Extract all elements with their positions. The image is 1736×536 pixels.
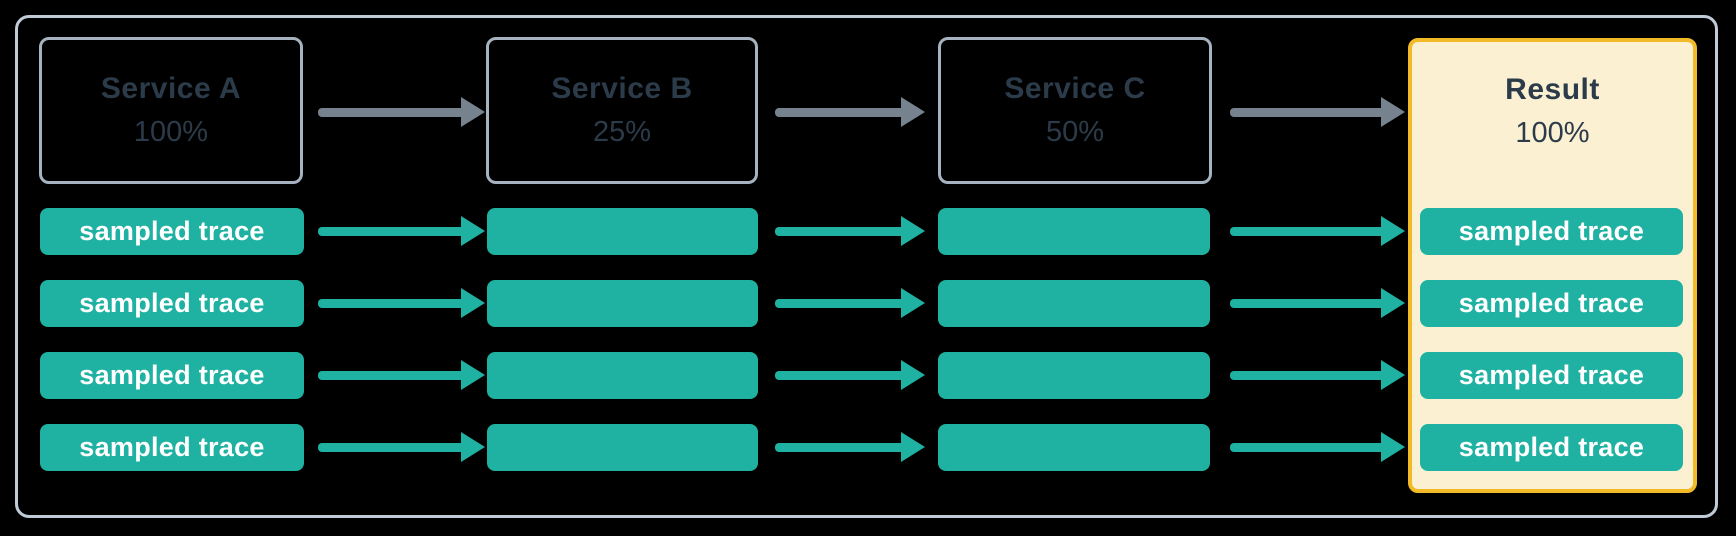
arrowhead-icon: [901, 97, 925, 127]
trace-box: sampled trace: [1420, 280, 1683, 327]
arrow-shaft: [318, 299, 465, 308]
service-c-title: Service C: [1004, 72, 1146, 105]
arrowhead-icon: [901, 288, 925, 318]
service-c-box: Service C 50%: [938, 37, 1212, 184]
arrowhead-icon: [1381, 432, 1405, 462]
trace-box: sampled trace: [1420, 352, 1683, 399]
trace-box: sampled trace: [40, 424, 304, 471]
outer-frame: [15, 15, 1718, 518]
result-box: Result 100%: [1408, 38, 1697, 493]
arrow-shaft: [318, 371, 465, 380]
arrow-shaft: [318, 108, 465, 117]
arrow-shaft: [775, 443, 905, 452]
service-b-title: Service B: [551, 72, 693, 105]
service-a-title: Service A: [100, 72, 242, 105]
arrowhead-icon: [461, 97, 485, 127]
arrow-shaft: [775, 227, 905, 236]
arrow-shaft: [775, 371, 905, 380]
arrow-shaft: [1230, 299, 1385, 308]
arrowhead-icon: [1381, 97, 1405, 127]
trace-box: [938, 424, 1210, 471]
arrowhead-icon: [461, 216, 485, 246]
result-title: Result: [1505, 73, 1600, 106]
arrow-shaft: [318, 227, 465, 236]
arrowhead-icon: [901, 432, 925, 462]
arrowhead-icon: [461, 432, 485, 462]
arrowhead-icon: [461, 360, 485, 390]
arrow-shaft: [775, 108, 905, 117]
service-b-sample-rate: 25%: [592, 116, 652, 148]
arrow-shaft: [1230, 227, 1385, 236]
trace-box: [938, 280, 1210, 327]
trace-box: [938, 208, 1210, 255]
arrowhead-icon: [1381, 288, 1405, 318]
trace-box: sampled trace: [1420, 208, 1683, 255]
trace-box: sampled trace: [40, 352, 304, 399]
trace-box: [487, 352, 758, 399]
trace-box: sampled trace: [1420, 424, 1683, 471]
arrowhead-icon: [461, 288, 485, 318]
service-a-box: Service A 100%: [39, 37, 303, 184]
trace-box: sampled trace: [40, 280, 304, 327]
arrowhead-icon: [1381, 216, 1405, 246]
arrow-shaft: [1230, 371, 1385, 380]
service-b-box: Service B 25%: [486, 37, 758, 184]
result-sample-rate: 100%: [1515, 117, 1590, 149]
trace-box: [487, 280, 758, 327]
arrow-shaft: [318, 443, 465, 452]
service-c-sample-rate: 50%: [1045, 116, 1105, 148]
arrowhead-icon: [901, 216, 925, 246]
arrowhead-icon: [1381, 360, 1405, 390]
trace-box: sampled trace: [40, 208, 304, 255]
arrow-shaft: [1230, 443, 1385, 452]
arrow-shaft: [1230, 108, 1385, 117]
trace-box: [487, 424, 758, 471]
trace-box: [938, 352, 1210, 399]
arrow-shaft: [775, 299, 905, 308]
service-a-sample-rate: 100%: [133, 116, 209, 148]
arrowhead-icon: [901, 360, 925, 390]
trace-box: [487, 208, 758, 255]
